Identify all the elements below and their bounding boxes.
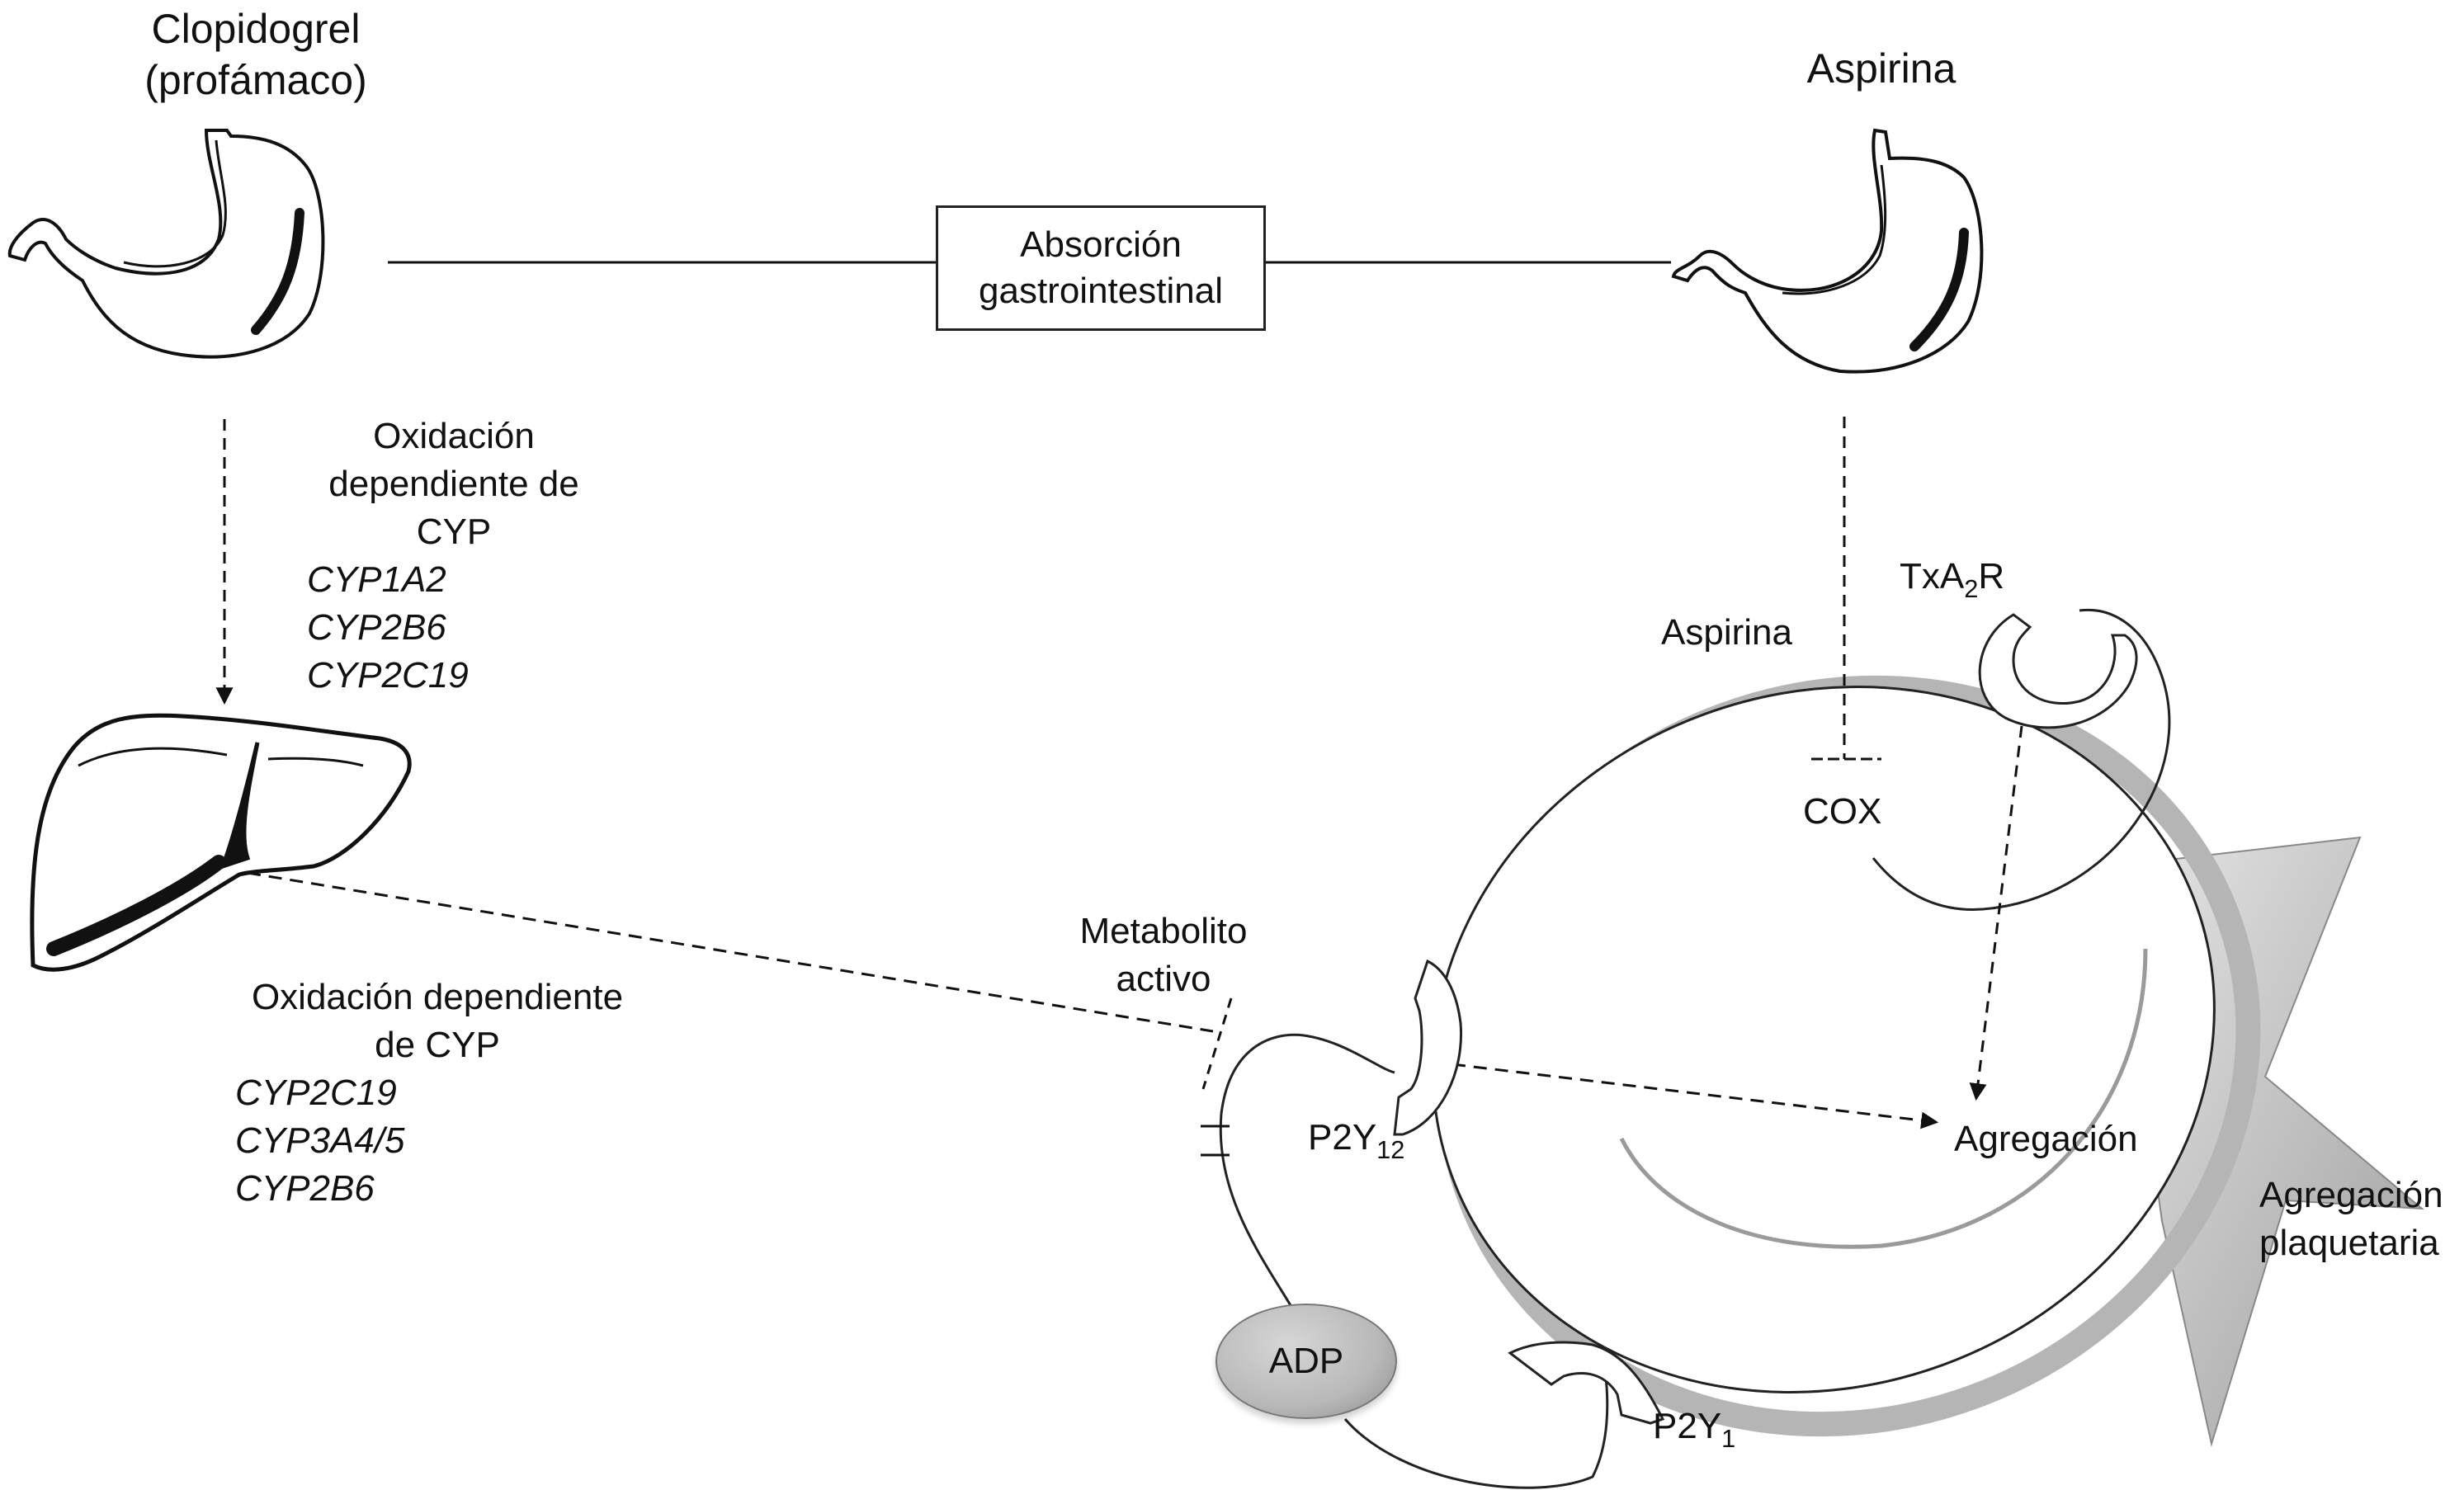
cox-label: COX (1803, 791, 1882, 832)
clopidogrel-title: Clopidogrel (profámaco) (144, 6, 367, 103)
p2y12-receptor (1393, 959, 1463, 1136)
txa2r-to-aggregation-arrow (1969, 725, 2023, 1101)
stomach-icon (7, 129, 325, 359)
second-oxidation-line2: de CYP (375, 1025, 500, 1065)
enzyme-label: CYP2C19 (235, 1073, 397, 1113)
platelet (1432, 686, 2216, 1393)
aggregation-label: Agregación (1954, 1119, 2138, 1159)
enzyme-label: CYP3A4/5 (235, 1120, 405, 1161)
aspirin-title: Aspirina (1806, 45, 1957, 92)
liver-icon (30, 713, 412, 972)
inner-arc-upper (1872, 608, 2171, 911)
first-oxidation-line3: CYP (416, 512, 492, 552)
first-oxidation-line1: Oxidación (373, 416, 535, 456)
inner-arc-lower (1619, 948, 2148, 1249)
metabolite-block-line (1201, 997, 1233, 1090)
p2y1-label: P2Y1 (1653, 1406, 1736, 1453)
txa2r-receptor (1978, 613, 2138, 729)
stomach-icon (1671, 128, 1984, 374)
liver-to-metabolite-line (247, 871, 1214, 1033)
enzyme-label: CYP1A2 (307, 559, 446, 600)
p2y12-to-aggregation-arrow (1451, 1063, 1939, 1129)
adp-upper-loop (1219, 1033, 1395, 1346)
platelet-aggregation-label: Agregación plaquetaria (2259, 1175, 2443, 1263)
second-oxidation-block: Oxidación dependiente de CYP CYP2C19 CYP… (231, 974, 644, 1213)
enzyme-label: CYP2C19 (307, 655, 469, 695)
aspirin-inner-label: Aspirina (1661, 612, 1792, 653)
adp-lower-loop (1343, 1369, 1609, 1489)
first-oxidation-block: Oxidación dependiente de CYP CYP1A2 CYP2… (297, 413, 611, 700)
adp-molecule: ADP (1215, 1304, 1397, 1419)
second-oxidation-line1: Oxidación dependiente (251, 977, 624, 1017)
first-oxidation-line2: dependiente de (328, 464, 579, 504)
enzyme-label: CYP2B6 (307, 607, 446, 648)
p2y1-receptor (1508, 1341, 1665, 1425)
enzyme-label: CYP2B6 (235, 1168, 375, 1209)
active-metabolite-label: Metabolito activo (1079, 911, 1248, 999)
p2y12-label: P2Y12 (1308, 1117, 1405, 1164)
absorption-box: Absorción gastrointestinal (936, 205, 1266, 331)
txa2r-label: TxA2R (1900, 556, 2005, 603)
